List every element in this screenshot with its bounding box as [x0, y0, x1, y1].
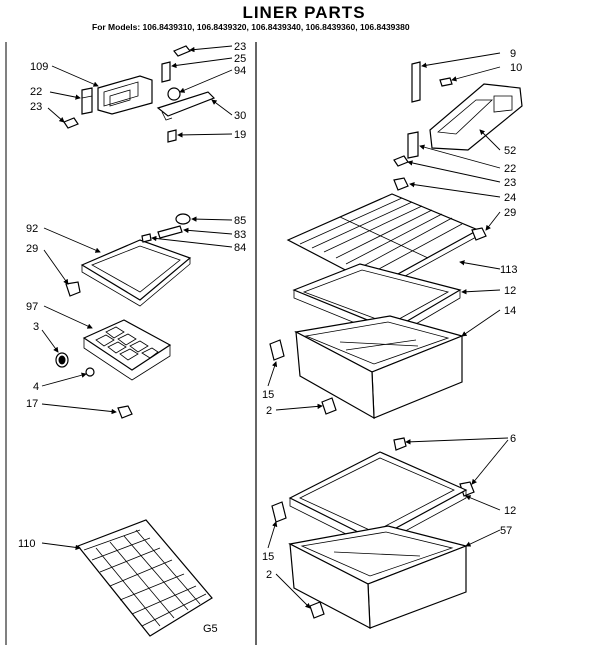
- callout-23-right: 23: [504, 177, 516, 189]
- callout-94: 94: [234, 65, 246, 77]
- callout-84: 84: [234, 242, 246, 254]
- callout-17: 17: [26, 398, 38, 410]
- diagram-title: LINER PARTS: [242, 3, 366, 22]
- part-92-tray: [80, 239, 192, 307]
- callout-19: 19: [234, 129, 246, 141]
- callout-92: 92: [26, 223, 38, 235]
- callout-24: 24: [504, 192, 516, 204]
- callout-52: 52: [504, 145, 516, 157]
- part-83-rod: [157, 225, 183, 239]
- part-15-slide-lower: [271, 501, 287, 523]
- part-109-housing: [97, 75, 153, 115]
- part-52-control-housing: [429, 83, 523, 151]
- part-29-stop-left: [65, 281, 81, 297]
- callout-83: 83: [234, 229, 246, 241]
- part-2-glide-lower: [309, 601, 325, 619]
- part-19-screw: [167, 129, 177, 143]
- callout-110: 110: [18, 538, 36, 550]
- part-94-bulb: [167, 87, 181, 101]
- part-84-pin: [141, 233, 152, 243]
- part-2-glide-upper: [321, 397, 337, 415]
- callout-109: 109: [30, 61, 48, 73]
- part-9-bracket: [411, 61, 421, 103]
- callout-labels: 109 22 23 23 25 94 30 19 92 29 85 83 84 …: [18, 41, 522, 581]
- part-22-bracket-right: [407, 131, 419, 159]
- part-30-light-cover: [156, 91, 216, 121]
- part-22-bracket-left: [81, 87, 93, 115]
- callout-15-lower: 15: [262, 551, 274, 563]
- part-85-knob: [175, 213, 191, 225]
- callout-22-right: 22: [504, 163, 516, 175]
- callout-23-left: 23: [30, 101, 42, 113]
- leader-lines: [41, 45, 509, 609]
- part-110-wire-basket: [77, 519, 213, 637]
- callout-85: 85: [234, 215, 246, 227]
- part-14-crisper-drawer: [294, 315, 464, 420]
- part-57-crisper-drawer: [288, 525, 468, 630]
- callout-2-upper: 2: [266, 405, 272, 417]
- callout-14: 14: [504, 305, 516, 317]
- callout-29-left: 29: [26, 243, 38, 255]
- callout-23-top: 23: [234, 41, 246, 53]
- callout-97: 97: [26, 301, 38, 313]
- callout-10: 10: [510, 62, 522, 74]
- part-23-screw-right: [393, 155, 409, 167]
- callout-12-lower: 12: [504, 505, 516, 517]
- callout-2-lower: 2: [266, 569, 272, 581]
- footer-mark: G5: [203, 623, 218, 635]
- callout-12-upper: 12: [504, 285, 516, 297]
- part-4-nut: [85, 367, 95, 377]
- callout-29-right: 29: [504, 207, 516, 219]
- callout-3: 3: [33, 321, 39, 333]
- callout-30: 30: [234, 110, 246, 122]
- callout-57: 57: [500, 525, 512, 537]
- part-23-screw-left: [63, 117, 79, 129]
- part-25-clip: [161, 61, 171, 83]
- callout-22-left: 22: [30, 86, 42, 98]
- part-10-screw: [439, 77, 453, 87]
- callout-6: 6: [510, 433, 516, 445]
- callout-9: 9: [510, 48, 516, 60]
- part-6-stop-upper: [393, 437, 407, 451]
- callout-113: 113: [500, 264, 518, 276]
- part-97-ice-tray: [82, 319, 172, 381]
- callout-15-upper: 15: [262, 389, 274, 401]
- callout-4: 4: [33, 381, 39, 393]
- part-29-stop-right: [471, 227, 487, 241]
- part-3-wheel: [55, 352, 69, 368]
- part-23-screw-top: [173, 45, 191, 57]
- models-line: For Models: 106.8439310, 106.8439320, 10…: [92, 22, 410, 32]
- part-15-slide-upper: [269, 339, 285, 361]
- part-17-knob: [117, 405, 133, 419]
- callout-25: 25: [234, 53, 246, 65]
- part-24-stop: [393, 177, 409, 191]
